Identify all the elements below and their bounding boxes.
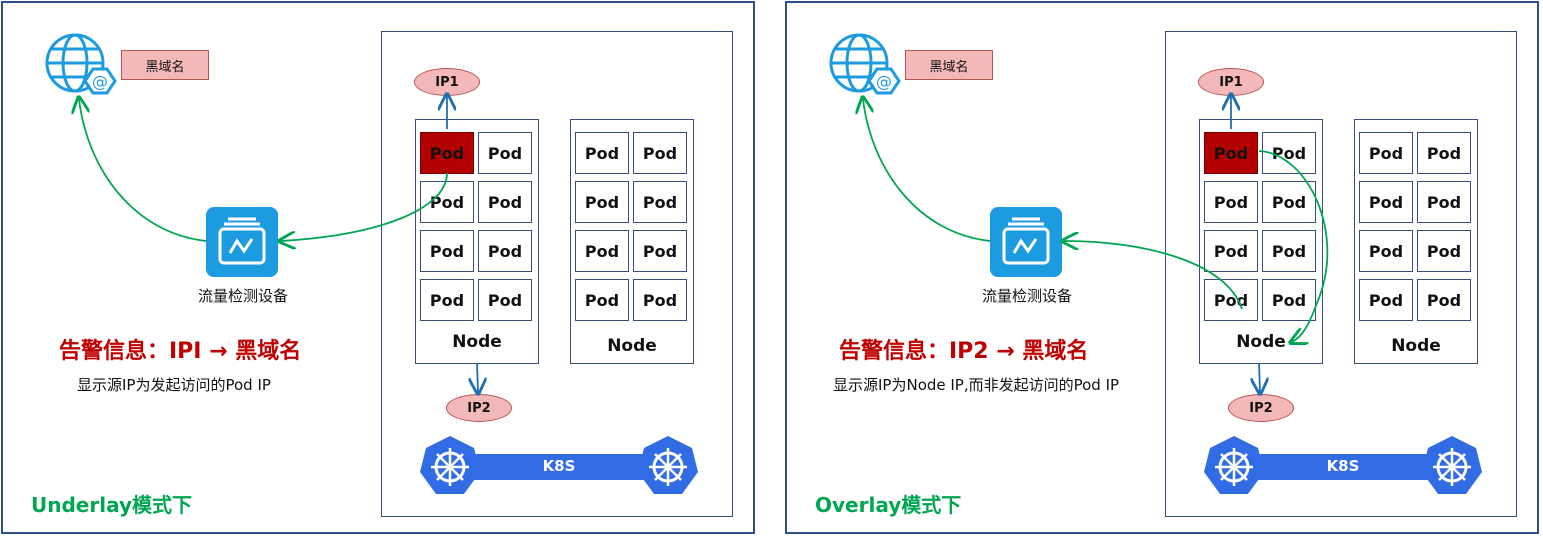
pod: Pod [1417, 181, 1471, 223]
node-1: Pod Pod Pod Pod Pod Pod Pod Pod Node [1199, 119, 1323, 364]
pod: Pod [478, 132, 532, 174]
globe-email-icon: @ [45, 33, 117, 95]
pod: Pod [575, 132, 629, 174]
pod-highlighted: Pod [1204, 132, 1258, 174]
node-label: Node [452, 332, 502, 352]
pod: Pod [575, 279, 629, 321]
device-label: 流量检测设备 [981, 287, 1072, 305]
node-2: Pod Pod Pod Pod Pod Pod Pod Pod Node [570, 119, 694, 364]
pod: Pod [1417, 279, 1471, 321]
underlay-panel: IP1 IP2 Pod Pod Pod Pod Pod Pod Pod Pod … [1, 1, 755, 534]
black-domain-tag: 黑域名 [905, 50, 993, 80]
traffic-monitor-icon [218, 217, 266, 265]
node-2: Pod Pod Pod Pod Pod Pod Pod Pod Node [1354, 119, 1478, 364]
pod: Pod [633, 132, 687, 174]
flow-arrows [3, 3, 757, 536]
node-1: Pod Pod Pod Pod Pod Pod Pod Pod Node [415, 119, 539, 364]
pod: Pod [633, 279, 687, 321]
kubernetes-bar [1204, 436, 1482, 494]
alert-note: 显示源IP为发起访问的Pod IP [77, 376, 271, 394]
alert-message: 告警信息：IPI → 黑域名 [59, 339, 302, 364]
traffic-monitor-icon [1002, 217, 1050, 265]
pod: Pod [1204, 230, 1258, 272]
k8s-label: K8S [1326, 457, 1360, 475]
kubernetes-helm-icon [638, 436, 698, 494]
alert-message: 告警信息：IP2 → 黑域名 [839, 339, 1089, 364]
pod: Pod [420, 279, 474, 321]
overlay-panel: IP1 IP2 Pod Pod Pod Pod Pod Pod Pod Pod … [785, 1, 1539, 534]
ip1-badge: IP1 [414, 68, 480, 96]
cluster-box: IP1 IP2 Pod Pod Pod Pod Pod Pod Pod Pod … [381, 31, 733, 517]
ip2-badge: IP2 [1228, 394, 1294, 422]
traffic-monitor-device [990, 207, 1062, 277]
pod: Pod [1204, 181, 1258, 223]
globe-email-icon: @ [829, 33, 901, 95]
alert-note: 显示源IP为Node IP,而非发起访问的Pod IP [833, 376, 1120, 394]
mode-title: Overlay模式下 [815, 493, 962, 517]
svg-text:@: @ [876, 72, 892, 91]
kubernetes-helm-icon [420, 436, 480, 494]
pod: Pod [1262, 279, 1316, 321]
pod: Pod [1359, 132, 1413, 174]
pod: Pod [420, 230, 474, 272]
kubernetes-helm-icon [1422, 436, 1482, 494]
pod: Pod [575, 181, 629, 223]
pod: Pod [1359, 230, 1413, 272]
mode-title: Underlay模式下 [31, 493, 192, 517]
pod: Pod [1359, 279, 1413, 321]
kubernetes-bar [420, 436, 698, 494]
device-label: 流量检测设备 [197, 287, 288, 305]
pod: Pod [575, 230, 629, 272]
pod: Pod [1262, 230, 1316, 272]
pod: Pod [1417, 230, 1471, 272]
pod: Pod [478, 279, 532, 321]
pod: Pod [420, 181, 474, 223]
pod: Pod [1359, 181, 1413, 223]
traffic-monitor-device [206, 207, 278, 277]
pod: Pod [478, 181, 532, 223]
pod: Pod [1417, 132, 1471, 174]
node-label: Node [607, 336, 657, 356]
cluster-box: IP1 IP2 Pod Pod Pod Pod Pod Pod Pod Pod … [1165, 31, 1517, 517]
pod: Pod [633, 230, 687, 272]
pod: Pod [1204, 279, 1258, 321]
black-domain-tag: 黑域名 [121, 50, 209, 80]
k8s-label: K8S [542, 457, 576, 475]
svg-text:@: @ [92, 72, 108, 91]
kubernetes-helm-icon [1204, 436, 1264, 494]
node-label: Node [1236, 332, 1286, 352]
pod: Pod [633, 181, 687, 223]
pod: Pod [1262, 181, 1316, 223]
pod: Pod [478, 230, 532, 272]
flow-arrows [787, 3, 1329, 536]
node-label: Node [1391, 336, 1441, 356]
ip1-badge: IP1 [1198, 68, 1264, 96]
